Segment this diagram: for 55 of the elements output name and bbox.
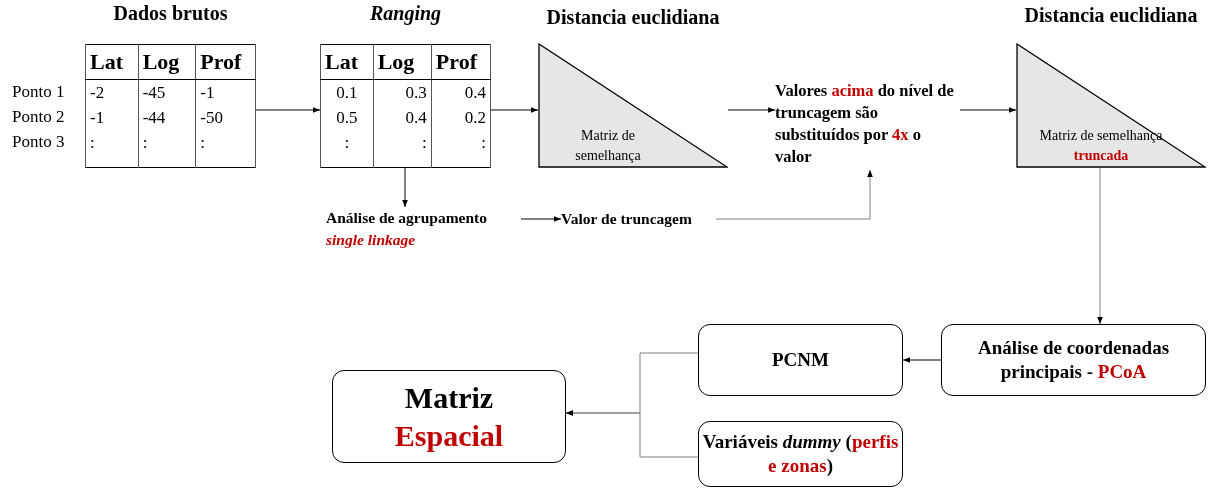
box-label: Matriz Espacial	[393, 380, 505, 454]
arrow	[1097, 167, 1103, 325]
column-header: Prof	[431, 44, 491, 80]
column-header: Log	[138, 44, 196, 80]
column-header: Log	[373, 44, 432, 80]
row-label: Ponto 1	[12, 82, 65, 102]
table-cell: 0.4	[431, 79, 491, 105]
row-label: Ponto 2	[12, 107, 65, 127]
flow-text: single linkage	[326, 230, 417, 250]
process-box	[332, 370, 566, 463]
table-cell: 0.5	[320, 105, 374, 130]
table-cell: -1	[85, 105, 139, 130]
table-cell: :	[195, 130, 256, 155]
process-box	[941, 324, 1206, 396]
box-label: PCNM	[772, 348, 829, 372]
table-cell: 0.3	[373, 79, 432, 105]
table-cell: :	[373, 130, 432, 155]
table-cell: -2	[85, 79, 139, 105]
process-box	[698, 421, 903, 487]
flow-text: Valores acima do nível de truncagem são substituídos por 4x o valor	[775, 80, 960, 170]
table-cell: :	[431, 130, 491, 155]
flow-text: Análise de agrupamento	[326, 208, 489, 228]
arrow	[490, 107, 539, 113]
box-label: Variáveis dummy (perfis e zonas)	[701, 430, 900, 478]
table-cell: 0.1	[320, 79, 374, 105]
table-cell: 0.4	[373, 105, 432, 130]
arrow	[255, 107, 321, 113]
table-cell: :	[138, 130, 196, 155]
table-cell: -1	[195, 79, 256, 105]
arrow	[959, 107, 1017, 113]
flow-text: Valor de truncagem	[561, 208, 716, 230]
arrow	[715, 169, 873, 220]
arrow	[727, 107, 776, 113]
table-cell: :	[320, 130, 374, 155]
table-cell: -45	[138, 79, 196, 105]
shape-label: Matriz de semelhança truncada	[1038, 127, 1164, 165]
table-cell: 0.2	[431, 105, 491, 130]
table-title: Dados brutos	[113, 2, 228, 25]
table-title: Ranging	[369, 2, 442, 25]
section-title: Distancia euclidiana	[546, 6, 720, 29]
process-box	[698, 324, 903, 396]
table-cell: -44	[138, 105, 196, 130]
column-header: Lat	[320, 44, 374, 80]
column-header: Lat	[85, 44, 139, 80]
section-title: Distancia euclidiana	[1024, 4, 1198, 27]
arrow	[565, 410, 699, 458]
box-label: Análise de coordenadas principais - PCoA	[976, 336, 1171, 384]
column-header: Prof	[195, 44, 256, 80]
table-cell: :	[85, 130, 139, 155]
row-label: Ponto 3	[12, 132, 65, 152]
arrow	[902, 357, 942, 363]
table-cell: -50	[195, 105, 256, 130]
arrow	[520, 216, 562, 222]
shape-label: Matriz de semelhança	[574, 127, 642, 165]
arrow	[402, 167, 408, 208]
